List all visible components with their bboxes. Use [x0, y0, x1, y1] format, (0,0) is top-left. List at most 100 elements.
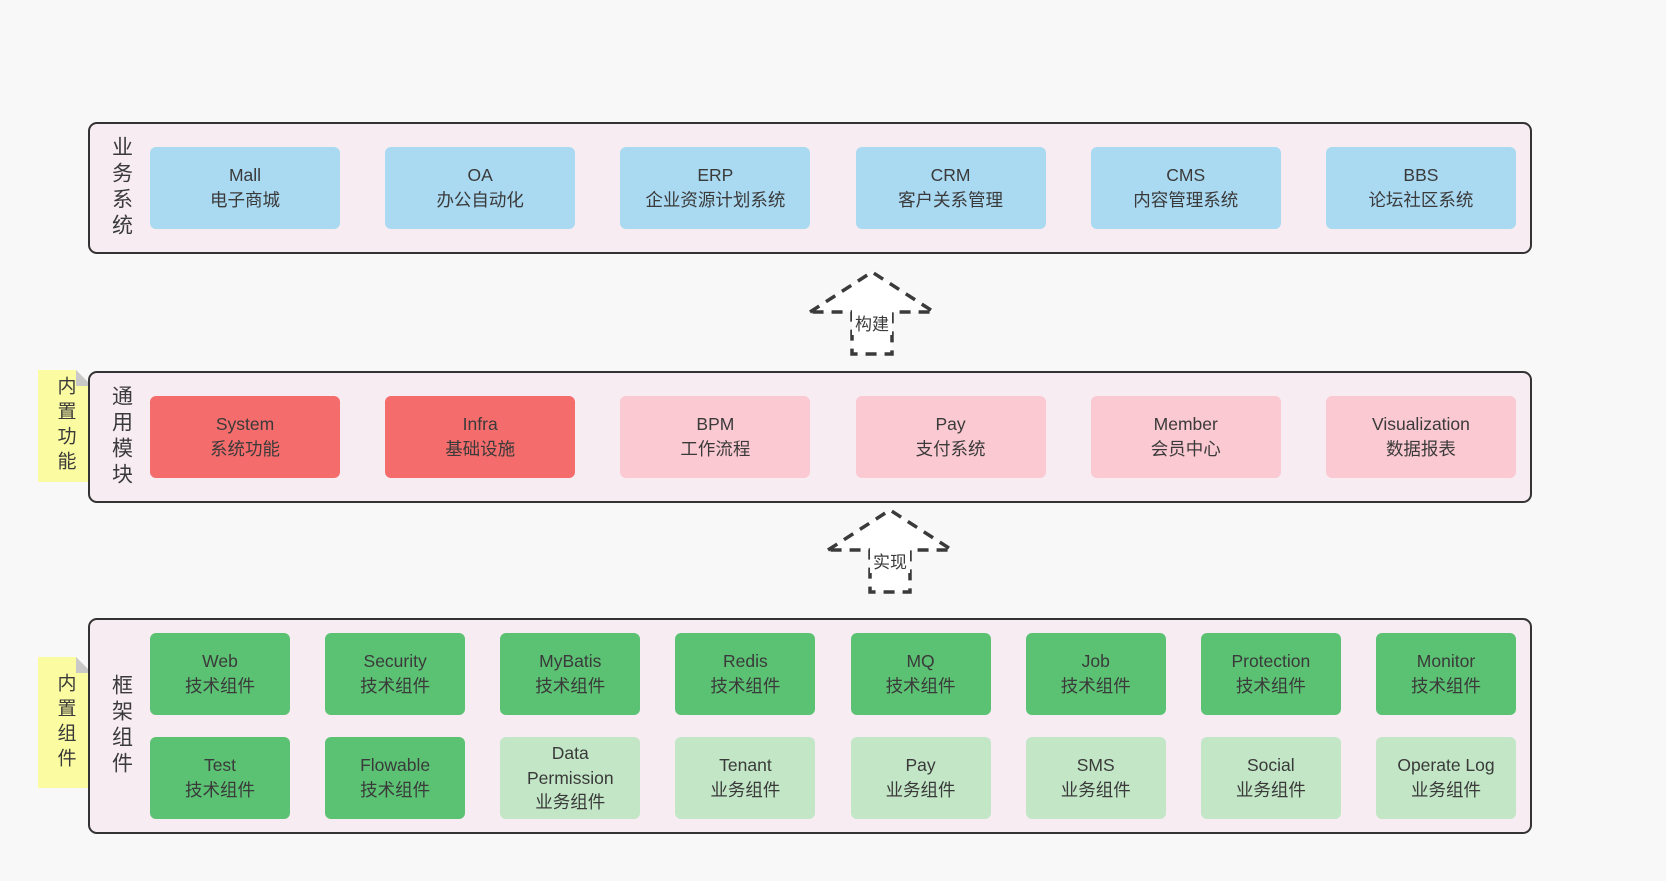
box-subtitle: 业务组件 [535, 792, 606, 813]
box-title: Protection [1231, 651, 1311, 672]
box-title: BPM [696, 414, 735, 435]
box-bbs: BBS 论坛社区系统 [1325, 147, 1516, 229]
component-row-2: Test 技术组件 Flowable 技术组件 Data Permission … [150, 737, 1516, 819]
box-operate-log: Operate Log 业务组件 [1375, 737, 1516, 819]
box-subtitle: 技术组件 [185, 780, 255, 800]
arrow-label: 构建 [852, 310, 892, 335]
box-erp: ERP 企业资源计划系统 [620, 147, 811, 229]
box-subtitle: 业务组件 [1235, 780, 1306, 800]
box-social: Social 业务组件 [1200, 737, 1341, 819]
framework-component-rows: Web 技术组件 Security 技术组件 MyBatis 技术组件 Redi… [150, 633, 1530, 819]
box-mall: Mall 电子商城 [150, 147, 340, 229]
layer-common-modules: 通用模块 System 系统功能 Infra 基础设施 BPM 工作流程 Pay… [88, 371, 1532, 503]
box-title: Member [1153, 414, 1218, 435]
box-title: Infra [462, 414, 498, 435]
box-test: Test 技术组件 [150, 737, 290, 819]
box-redis: Redis 技术组件 [675, 633, 816, 715]
box-subtitle: 技术组件 [360, 780, 431, 800]
box-subtitle: 业务组件 [1060, 780, 1131, 800]
box-title: BBS [1403, 165, 1439, 186]
box-title: SMS [1076, 755, 1115, 776]
box-title: Web [202, 651, 238, 672]
component-row-1: Web 技术组件 Security 技术组件 MyBatis 技术组件 Redi… [150, 633, 1516, 715]
box-title: Mall [228, 165, 262, 186]
box-crm: CRM 客户关系管理 [855, 147, 1046, 229]
box-title: MQ [906, 651, 935, 672]
box-subtitle: 办公自动化 [436, 190, 524, 210]
box-mq: MQ 技术组件 [850, 633, 991, 715]
box-title: ERP [697, 165, 734, 186]
box-subtitle: 支付系统 [915, 439, 986, 459]
box-subtitle: 论坛社区系统 [1368, 190, 1474, 210]
box-subtitle: 业务组件 [885, 780, 956, 800]
layer-business-systems: 业务系统 Mall 电子商城 OA 办公自动化 ERP 企业资源计划系统 CRM… [88, 122, 1532, 254]
box-title: Tenant [719, 755, 772, 776]
layer-label-common-modules: 通用模块 [109, 385, 133, 489]
box-member: Member 会员中心 [1090, 396, 1281, 478]
box-subtitle: 技术组件 [885, 676, 956, 696]
layer-label-business-systems: 业务系统 [109, 136, 133, 240]
box-subtitle: 基础设施 [445, 439, 516, 459]
box-title: Social [1247, 755, 1295, 776]
box-pay-component: Pay 业务组件 [850, 737, 991, 819]
common-module-boxes: System 系统功能 Infra 基础设施 BPM 工作流程 Pay 支付系统… [150, 396, 1530, 478]
box-mybatis: MyBatis 技术组件 [500, 633, 641, 715]
box-title: Data Permission [527, 742, 614, 788]
sticky-note-label: 内置功能 [54, 376, 76, 476]
box-subtitle: 内容管理系统 [1133, 190, 1239, 210]
box-subtitle: 系统功能 [210, 439, 280, 459]
box-title: Flowable [360, 755, 431, 776]
box-title: Monitor [1416, 651, 1476, 672]
box-cms: CMS 内容管理系统 [1090, 147, 1281, 229]
box-title: CRM [930, 165, 971, 186]
sticky-note-label: 内置组件 [54, 672, 76, 773]
box-data-permission: Data Permission 业务组件 [500, 737, 641, 819]
arrow-implement: 实现 [825, 506, 955, 594]
box-monitor: Monitor 技术组件 [1375, 633, 1516, 715]
box-oa: OA 办公自动化 [385, 147, 576, 229]
box-subtitle: 电子商城 [210, 190, 280, 210]
box-subtitle: 业务组件 [1410, 780, 1481, 800]
layer-label-framework-components: 框架组件 [109, 674, 133, 778]
box-system: System 系统功能 [150, 396, 340, 478]
box-subtitle: 数据报表 [1385, 439, 1456, 459]
sticky-note-built-in-features: 内置功能 [38, 370, 92, 482]
layer-framework-components: 框架组件 Web 技术组件 Security 技术组件 MyBatis 技术组件… [88, 618, 1532, 834]
box-title: Pay [935, 414, 966, 435]
box-title: OA [467, 165, 493, 186]
box-subtitle: 技术组件 [1060, 676, 1131, 696]
box-subtitle: 技术组件 [1410, 676, 1481, 696]
box-subtitle: 业务组件 [710, 780, 781, 800]
box-subtitle: 技术组件 [185, 676, 255, 696]
arrow-label: 实现 [870, 548, 910, 573]
box-title: Security [363, 651, 427, 672]
box-infra: Infra 基础设施 [385, 396, 576, 478]
box-tenant: Tenant 业务组件 [675, 737, 816, 819]
box-protection: Protection 技术组件 [1200, 633, 1341, 715]
business-system-boxes: Mall 电子商城 OA 办公自动化 ERP 企业资源计划系统 CRM 客户关系… [150, 147, 1530, 229]
box-subtitle: 工作流程 [680, 439, 751, 459]
box-title: MyBatis [539, 651, 602, 672]
box-subtitle: 企业资源计划系统 [645, 190, 786, 210]
box-subtitle: 技术组件 [1235, 676, 1306, 696]
box-job: Job 技术组件 [1025, 633, 1166, 715]
box-title: System [215, 414, 275, 435]
box-web: Web 技术组件 [150, 633, 290, 715]
box-bpm: BPM 工作流程 [620, 396, 811, 478]
box-subtitle: 客户关系管理 [898, 190, 1004, 210]
box-title: Pay [905, 755, 936, 776]
box-title: Job [1081, 651, 1110, 672]
sticky-note-built-in-components: 内置组件 [38, 657, 92, 788]
box-title: Visualization [1371, 414, 1470, 435]
box-visualization: Visualization 数据报表 [1325, 396, 1516, 478]
box-pay-module: Pay 支付系统 [855, 396, 1046, 478]
box-subtitle: 技术组件 [710, 676, 781, 696]
box-security: Security 技术组件 [325, 633, 466, 715]
box-sms: SMS 业务组件 [1025, 737, 1166, 819]
arrow-build: 构建 [807, 268, 937, 356]
box-subtitle: 技术组件 [360, 676, 431, 696]
box-title: Operate Log [1397, 755, 1495, 776]
box-subtitle: 会员中心 [1150, 439, 1221, 459]
box-flowable: Flowable 技术组件 [325, 737, 466, 819]
